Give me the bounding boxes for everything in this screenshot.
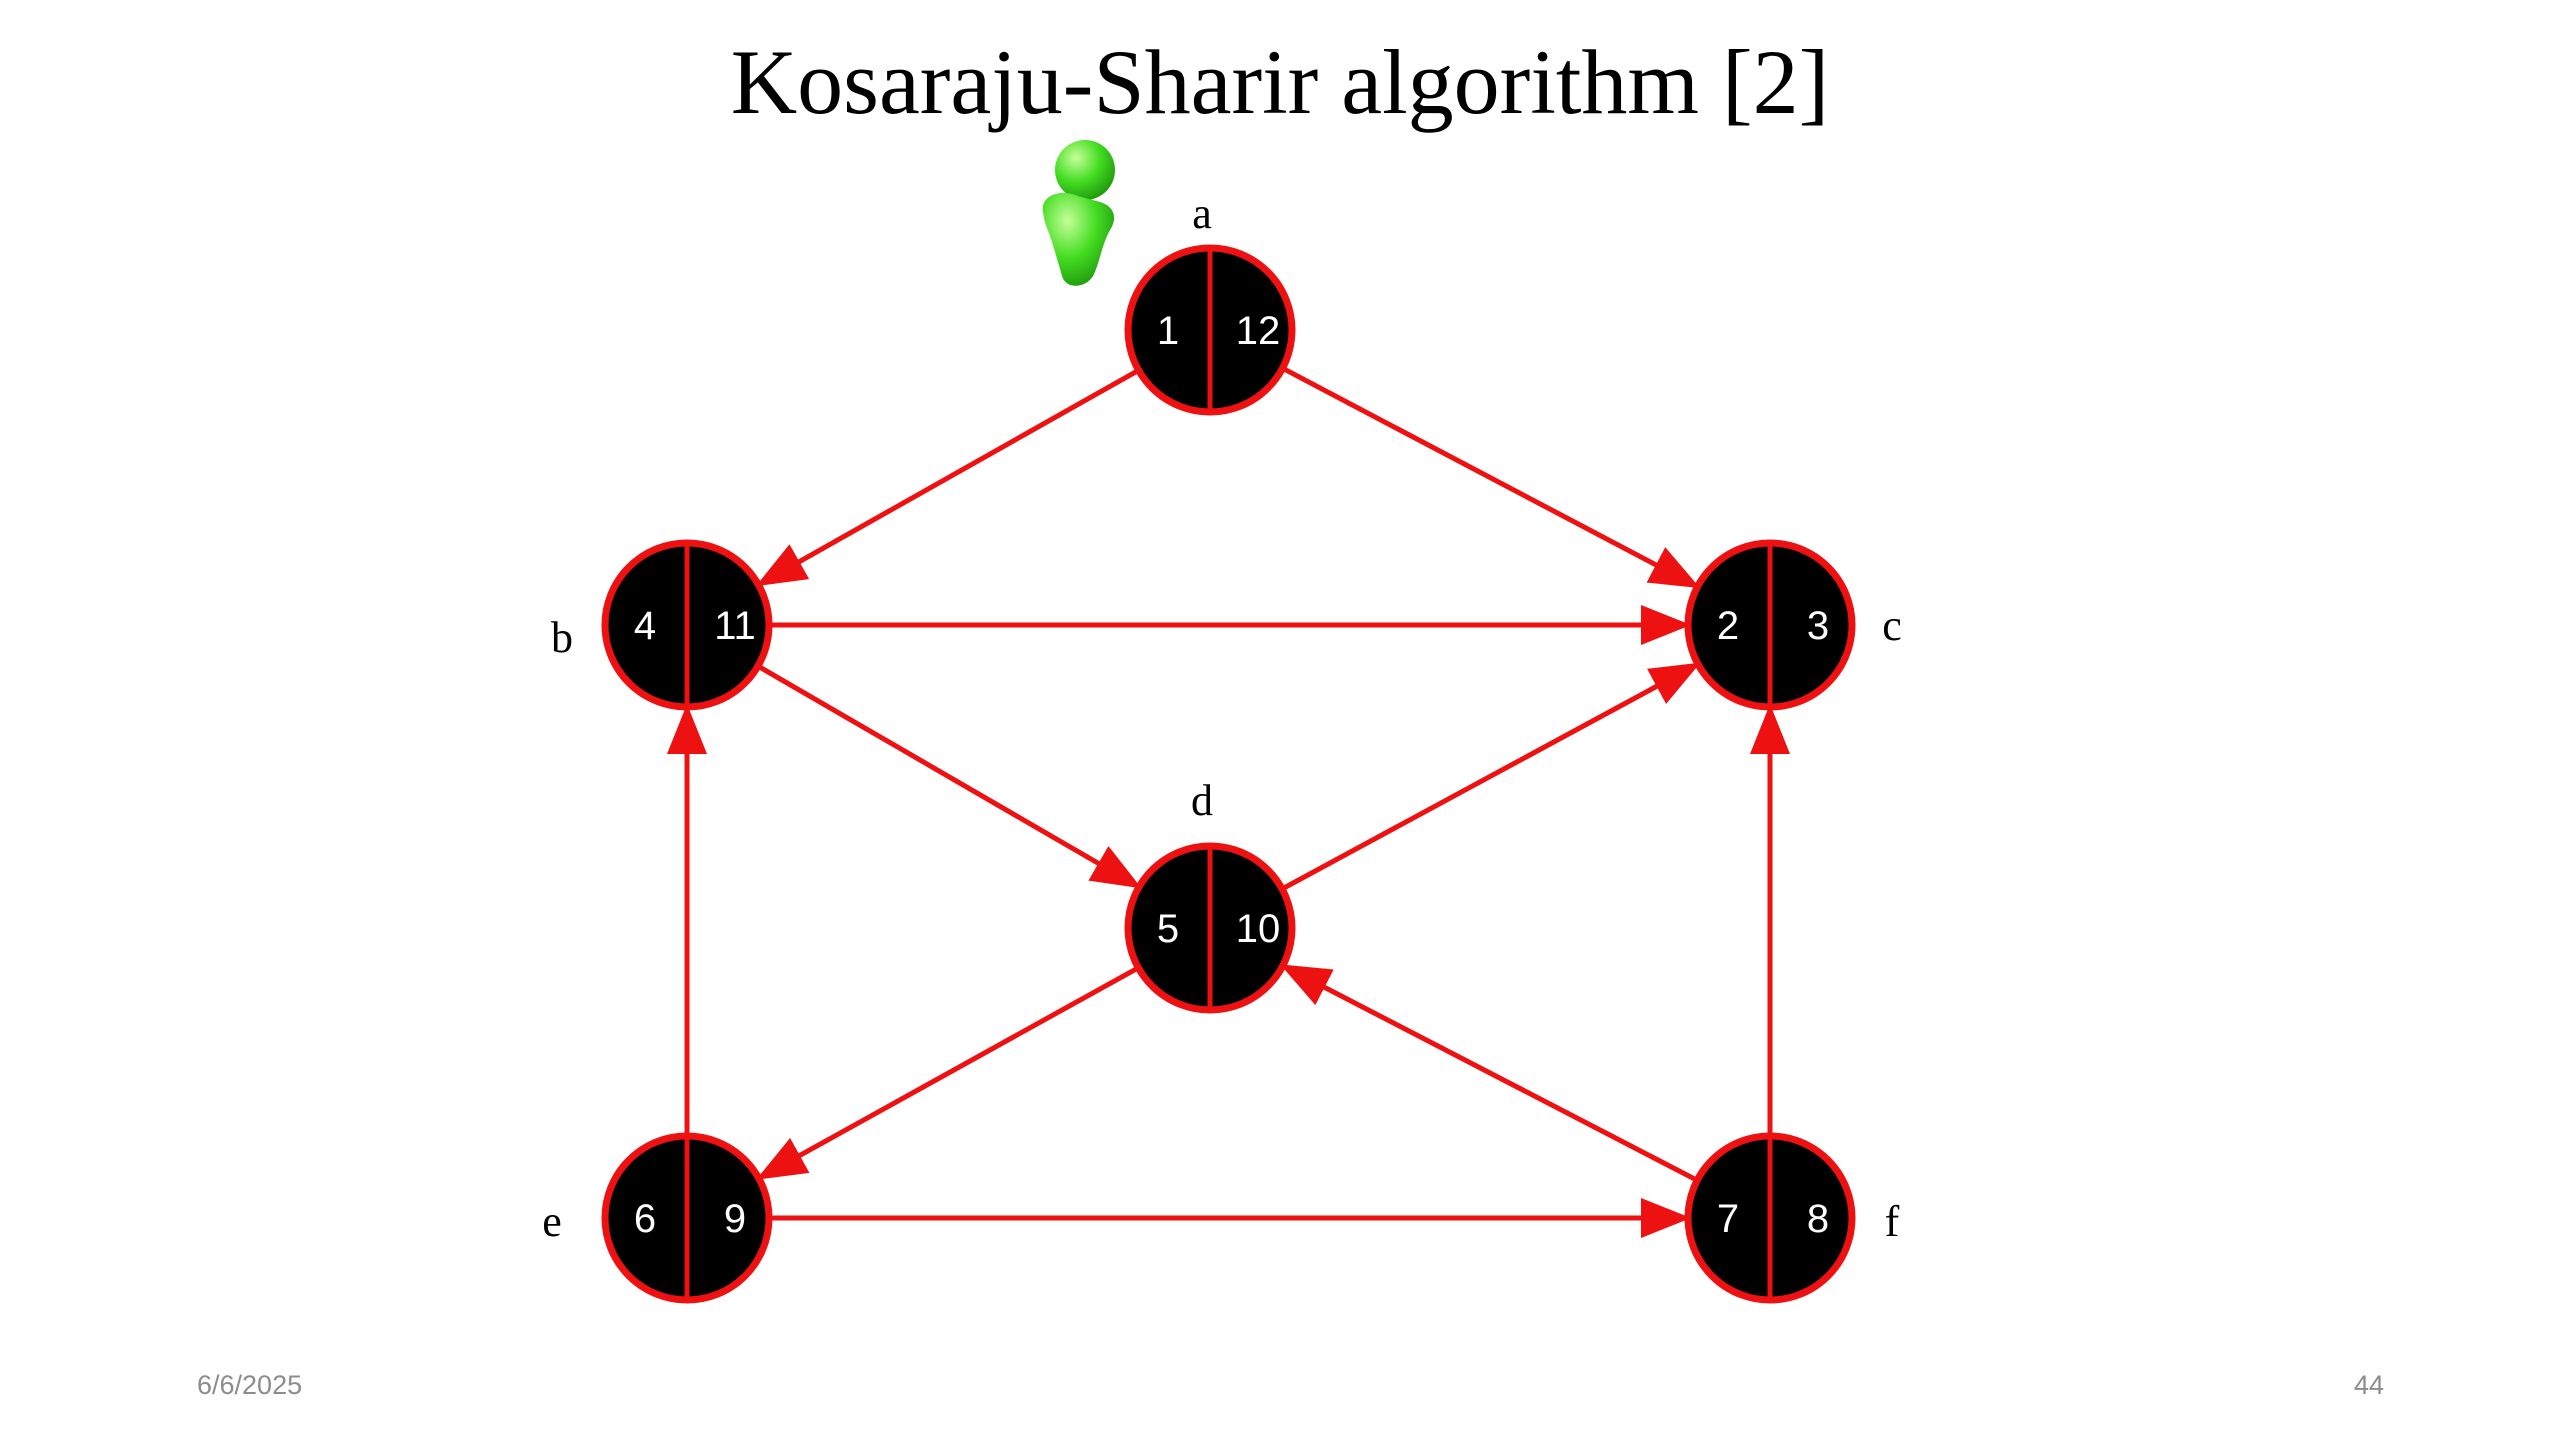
footer-date: 6/6/2025 — [197, 1370, 303, 1400]
node-d: 5 10 d — [1124, 776, 1296, 1014]
node-e: 6 9 e — [542, 1132, 773, 1304]
node-label-c: c — [1882, 601, 1902, 650]
node-discovery-e: 6 — [634, 1197, 656, 1241]
node-finish-d: 10 — [1236, 907, 1281, 951]
node-finish-e: 9 — [724, 1197, 746, 1241]
node-finish-b: 11 — [714, 604, 756, 648]
node-finish-c: 3 — [1807, 604, 1829, 648]
node-f: 7 8 f — [1684, 1132, 1900, 1304]
node-b: 4 11 b — [551, 539, 773, 711]
edge-b-d — [756, 663, 1142, 889]
node-label-e: e — [542, 1197, 562, 1246]
node-discovery-f: 7 — [1717, 1197, 1739, 1241]
node-discovery-b: 4 — [634, 604, 656, 648]
slide-title: Kosaraju-Sharir algorithm [2] — [730, 31, 1830, 133]
node-discovery-c: 2 — [1717, 604, 1739, 648]
node-label-f: f — [1885, 1197, 1900, 1246]
nodes-layer: 1 12 a 4 11 b 2 3 c 5 10 d 6 9 e 7 8 f — [542, 189, 1902, 1304]
node-label-d: d — [1191, 776, 1213, 825]
node-label-a: a — [1192, 189, 1212, 238]
edge-a-c — [1281, 366, 1701, 589]
edge-d-e — [756, 965, 1140, 1180]
node-discovery-d: 5 — [1157, 907, 1179, 951]
green-person-icon — [1042, 140, 1115, 286]
node-finish-f: 8 — [1807, 1197, 1829, 1241]
edge-f-d — [1280, 964, 1699, 1183]
node-c: 2 3 c — [1684, 539, 1902, 711]
node-discovery-a: 1 — [1157, 309, 1179, 353]
node-label-b: b — [551, 613, 573, 662]
edges-layer — [667, 366, 1790, 1238]
edge-d-c — [1280, 662, 1701, 892]
node-a: 1 12 a — [1124, 189, 1296, 416]
edge-a-b — [755, 368, 1140, 587]
node-finish-a: 12 — [1236, 309, 1281, 353]
footer-page-number: 44 — [2354, 1370, 2385, 1400]
